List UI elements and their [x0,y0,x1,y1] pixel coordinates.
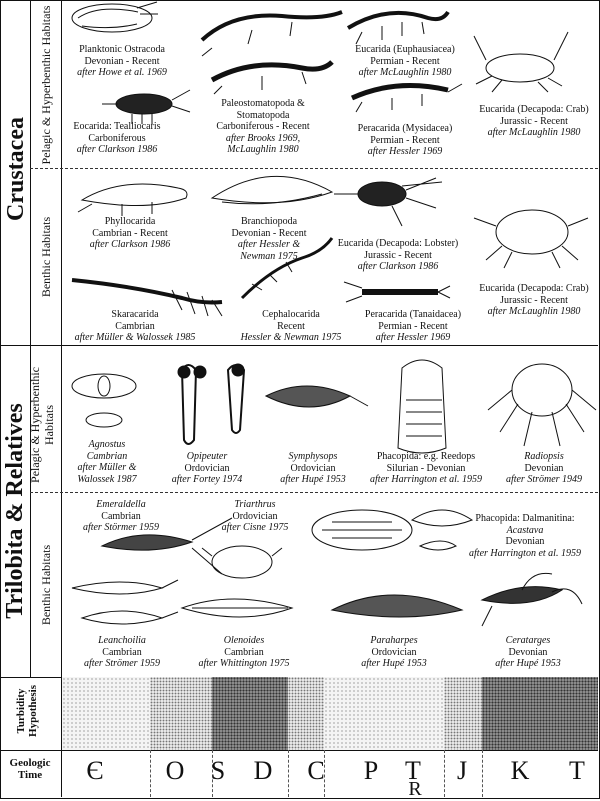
period-silurian: S [210,756,226,785]
leanchoilia-illustration [71,579,179,625]
tealliocaris-illustration [102,89,191,124]
turbidity-band-jurassic [444,677,482,750]
crab-pelagic-illustration [473,31,569,93]
period-divider [482,750,483,797]
group-divider-horizontal [0,345,598,346]
trilobita-habitat-divider [30,492,598,493]
turbidity-hypothesis-label: Turbidity Hypothesis [15,685,39,737]
turbidity-band-carboniferous [288,677,324,750]
ceratarges-illustration [480,572,583,627]
euphausiacea-illustration [346,10,450,45]
period-tertiary: T [569,756,585,785]
turbidity-band-silurian [150,677,212,750]
habitat-label-crustacea-benthic: Benthic Habitats [39,216,53,298]
period-divider [324,750,325,797]
period-permian: P [363,756,379,785]
lobster-illustration [334,177,443,227]
paleostomatopoda-illustration [200,10,343,95]
cephalocarida-illustration [240,237,334,300]
skaracarida-illustration [71,278,223,317]
acastava-illustration [410,509,474,551]
period-jurassic: J [456,756,468,785]
caption-crab-benthic: Eucarida (Decapoda: Crab)Jurassic - Rece… [479,283,589,317]
period-divider [212,750,213,797]
period-triassic-mark: R [408,778,422,800]
group-divider [30,0,31,677]
label-column-divider [61,0,62,797]
dalmanitina-illustration [311,509,413,551]
mysidacea-illustration [350,83,463,113]
period-carboniferous: C [307,756,325,785]
opipeuter-illustration [177,363,246,445]
period-divider [288,750,289,797]
group-label-crustacea: Crustacea [3,117,29,221]
reedops-illustration [397,359,447,454]
agnostus-illustration [71,373,137,428]
caption-crab-pelagic: Eucarida (Decapoda: Crab)Jurassic - Rece… [479,104,589,138]
crab-benthic-illustration [473,209,589,269]
turbidity-band-devonian [212,677,288,750]
period-ordovician: O [165,756,185,785]
geologic-time-label: Geologic Time [9,757,51,781]
period-divider [444,750,445,797]
period-cretaceous: K [510,756,530,785]
habitat-label-trilobita-benthic: Benthic Habitats [39,544,53,626]
period-triassic: T [405,756,421,785]
period-cambrian: Є [86,756,104,785]
radiopsis-illustration [487,363,597,447]
crustacea-habitat-divider [30,168,598,169]
branchiopoda-illustration [210,176,334,205]
triarthrus-illustration [201,545,283,579]
olenoides-illustration [180,598,294,618]
ostracoda-illustration [71,1,158,33]
geologic-time-top-line [0,750,598,751]
tanaidacea-illustration [343,281,451,303]
period-divider [150,750,151,797]
organism-illustrations [71,1,597,627]
caption-lobster: Eucarida (Decapoda: Lobster)Jurassic - R… [337,238,459,272]
emeraldella-illustration [100,517,233,575]
symphysops-illustration [264,385,369,408]
turbidity-band-cretaceous-tertiary [482,677,598,750]
group-label-trilobita: Trilobita & Relatives [2,403,28,619]
period-devonian: D [253,756,273,785]
paraharpes-illustration [330,594,464,618]
phyllocarida-illustration [77,183,188,216]
habitat-label-crustacea-pelagic: Pelagic & Hyperbenthic Habitats [39,5,53,165]
turbidity-band-cambrian-ordovician [62,677,150,750]
habitat-label-trilobita-pelagic: Pelagic & Hyperbenthic Habitats [28,367,56,483]
turbidity-band-permian-triassic [324,677,444,750]
